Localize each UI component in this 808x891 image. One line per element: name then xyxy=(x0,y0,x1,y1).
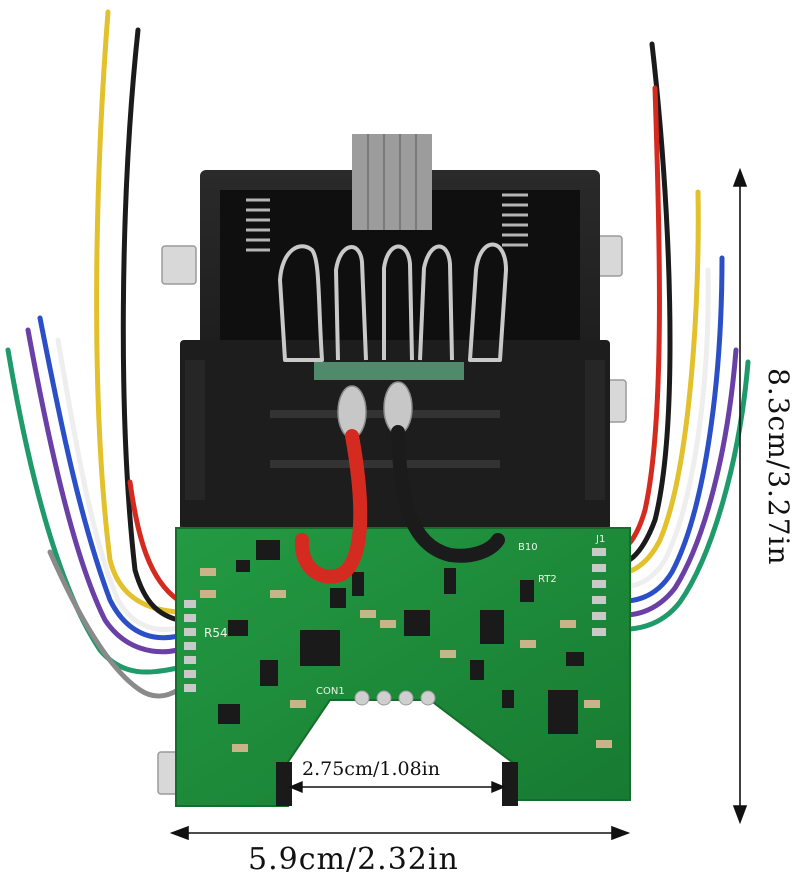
ribbon-cable xyxy=(352,134,432,230)
silkscreen-rt2: RT2 xyxy=(538,574,557,585)
spring-left xyxy=(246,198,270,252)
silkscreen-b10: B10 xyxy=(518,542,538,553)
left-header-pins xyxy=(184,600,196,692)
bottom-clip-left xyxy=(276,762,292,806)
contact-terminals xyxy=(278,242,508,362)
silkscreen-j1: J1 xyxy=(596,534,606,545)
pcb-resistors xyxy=(200,568,612,752)
contact-board xyxy=(314,362,464,380)
pcb-components xyxy=(218,540,584,734)
height-dimension-arrow xyxy=(732,167,748,825)
gap-dimension-arrow xyxy=(288,780,506,794)
con1-pads xyxy=(354,690,436,706)
bottom-clip-right xyxy=(502,762,518,806)
left-wire-bundle xyxy=(5,9,181,699)
silkscreen-r54: R54 xyxy=(204,626,228,640)
silkscreen-con1: CON1 xyxy=(316,686,345,697)
width-dimension-arrow xyxy=(169,825,631,841)
main-power-wires xyxy=(294,425,505,584)
width-dimension-label: 5.9cm/2.32in xyxy=(248,842,459,877)
connector-gap-dimension-label: 2.75cm/1.08in xyxy=(300,758,442,780)
spring-right xyxy=(502,193,528,247)
pcb-board xyxy=(175,527,631,807)
height-dimension-label: 8.3cm/3.27in xyxy=(762,368,795,566)
right-header-pins xyxy=(592,548,606,636)
solder-joints xyxy=(337,381,413,439)
